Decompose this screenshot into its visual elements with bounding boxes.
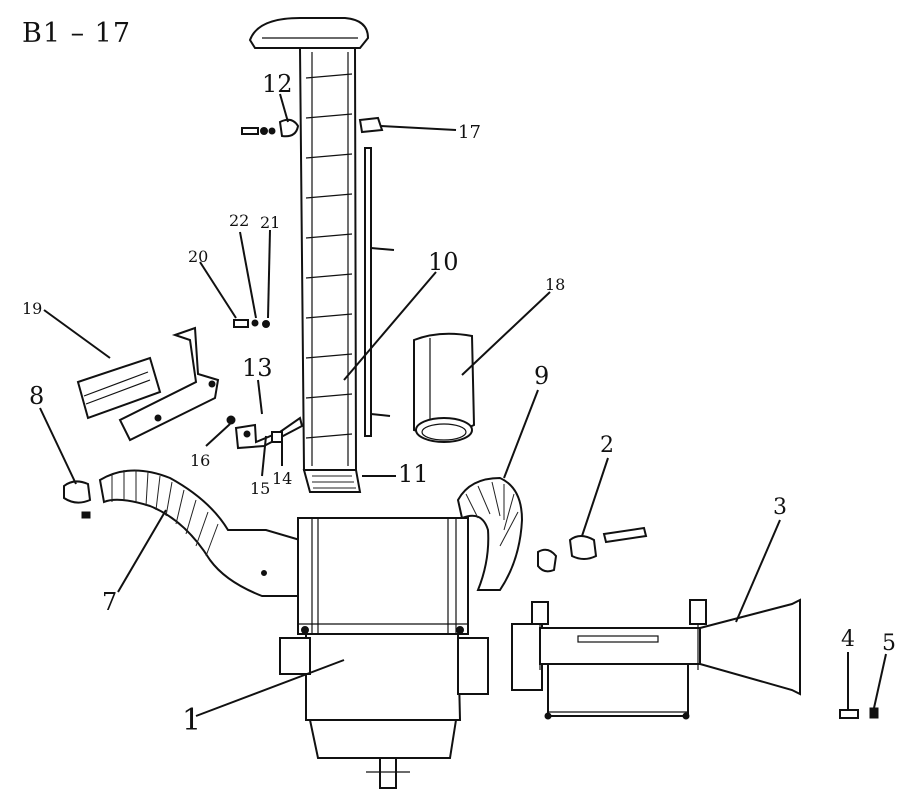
callout-10: 10: [428, 248, 459, 276]
adapter-fitting: [568, 526, 648, 560]
duct-assembly: [511, 598, 801, 720]
figure-code-label: B1 – 17: [22, 18, 132, 49]
callout-11: 11: [398, 460, 429, 488]
outlet-hose: [456, 476, 558, 591]
callout-22: 22: [229, 211, 249, 230]
flexible-hose: [98, 469, 302, 597]
callout-1: 1: [182, 703, 201, 738]
callout-4: 4: [841, 627, 855, 652]
callout-13: 13: [242, 354, 273, 382]
intake-tube: [298, 47, 362, 493]
callout-14: 14: [272, 469, 292, 488]
callout-9: 9: [534, 362, 549, 390]
callout-3: 3: [773, 495, 787, 520]
callout-16: 16: [190, 451, 210, 470]
callout-19: 19: [22, 299, 42, 318]
leader-lines: [39, 93, 887, 717]
callout-18: 18: [545, 275, 565, 294]
callout-17: 17: [458, 122, 481, 143]
callout-labels: 1 2 3 4 5 7 8 9 10 11 12 13 14 15 16 17 …: [22, 70, 896, 738]
air-cleaner-body: [279, 517, 489, 789]
callout-15: 15: [250, 479, 270, 498]
callout-12: 12: [262, 70, 293, 98]
filter-cover: [413, 332, 476, 443]
callout-21: 21: [260, 213, 280, 232]
precleaner-cap: [248, 17, 370, 49]
support-rod: [364, 147, 395, 437]
callout-2: 2: [600, 433, 614, 458]
callout-20: 20: [188, 247, 208, 266]
mounting-bracket: [234, 416, 304, 450]
callout-5: 5: [882, 631, 896, 656]
bracket-assembly: [76, 326, 220, 442]
callout-8: 8: [29, 382, 44, 410]
bolt-and-nut: [839, 707, 879, 719]
callout-7: 7: [102, 588, 117, 616]
